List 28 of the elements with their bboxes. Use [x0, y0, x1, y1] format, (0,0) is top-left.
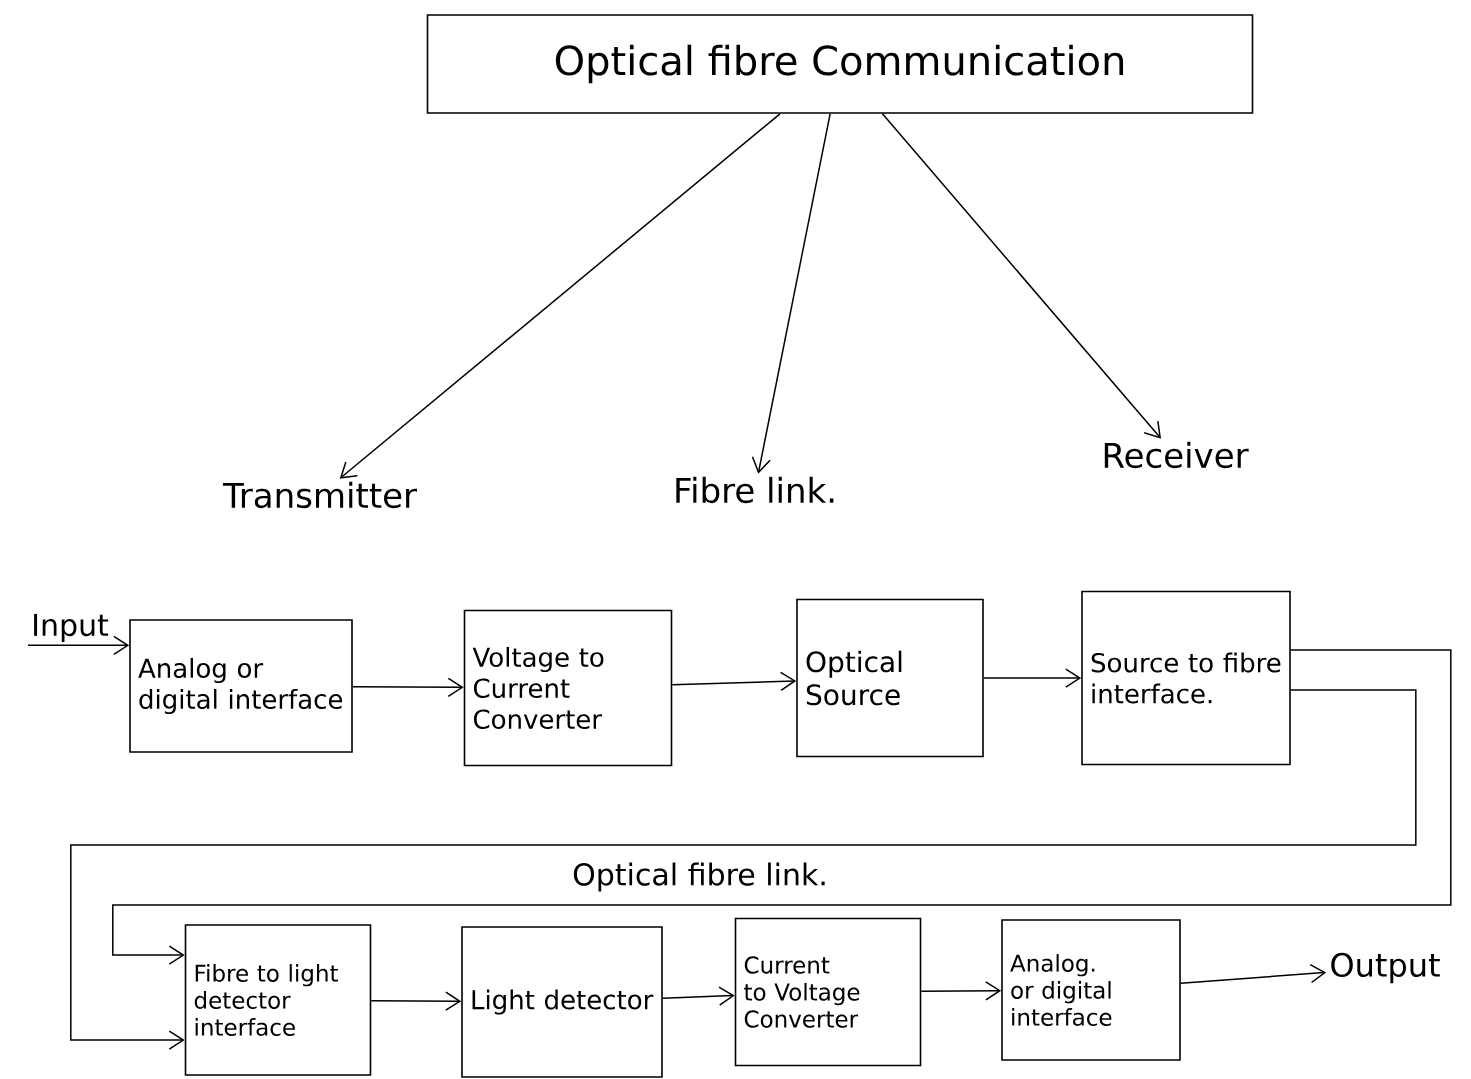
process-box: Light detector [461, 926, 663, 1078]
node-text: Transmitter [222, 481, 417, 509]
arrow [983, 668, 1082, 688]
arrow [27, 635, 130, 655]
node-text: Receiver [1104, 441, 1249, 469]
process-box: Current to Voltage Converter [734, 917, 922, 1067]
link-label: Optical fibre link. [573, 862, 825, 892]
arrow [112, 649, 1452, 965]
title-box: Optical fibre Communication [426, 14, 1254, 114]
process-box: Voltage to Current Converter [463, 609, 673, 767]
arrow [751, 113, 831, 474]
arrow [881, 113, 1162, 439]
process-box: Analog. or digital interface [1001, 919, 1181, 1061]
arrow [339, 113, 781, 479]
node-text: Fibre link. [676, 476, 834, 504]
process-box: Source to fibre interface. [1081, 590, 1291, 766]
arrow [662, 986, 735, 1006]
process-box: Fibre to light detector interface [184, 924, 372, 1076]
arrow [70, 689, 1417, 1050]
node-text: Input [34, 613, 109, 643]
process-box: Optical Source [796, 598, 984, 758]
node-text: Output [1331, 952, 1440, 984]
arrow [352, 677, 464, 698]
arrow [920, 981, 1002, 1001]
arrow [1180, 963, 1327, 985]
arrow [671, 671, 797, 692]
process-box: Analog or digital interface [129, 619, 353, 753]
arrow [370, 991, 462, 1011]
